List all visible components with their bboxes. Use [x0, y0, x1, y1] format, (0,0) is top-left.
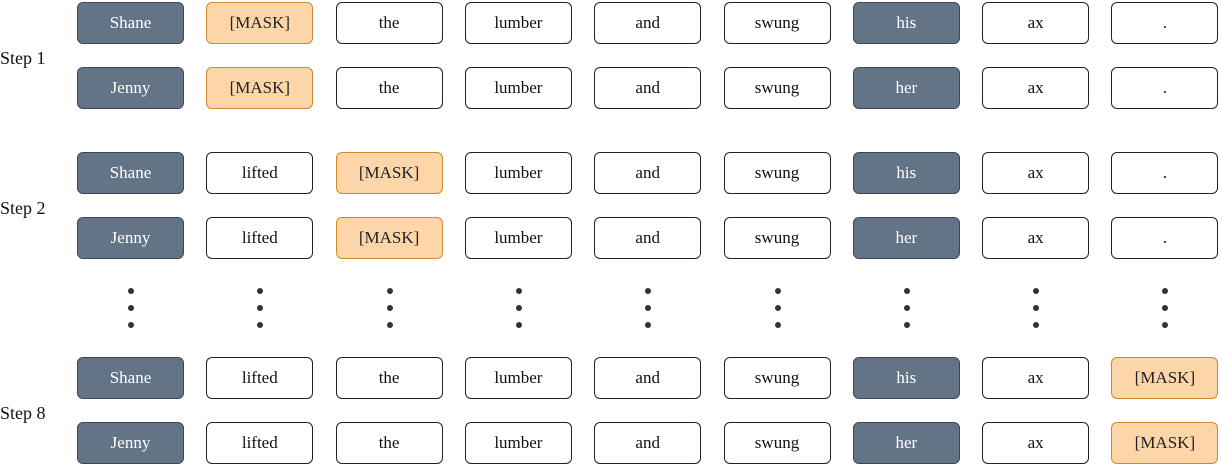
ellipsis-dots [1033, 288, 1041, 339]
token: swung [723, 217, 831, 259]
ellipsis-dots [257, 288, 265, 339]
token: and [594, 357, 702, 399]
dot [128, 305, 134, 311]
token: lifted [206, 152, 314, 194]
mask-token: [MASK] [206, 67, 314, 109]
token: Shane [77, 357, 184, 399]
dot [257, 288, 264, 294]
token: lumber [464, 422, 572, 464]
ellipsis-dots [386, 288, 395, 339]
dot [128, 322, 134, 328]
token: her [852, 422, 960, 464]
token: ax [982, 422, 1090, 464]
dot [903, 322, 910, 328]
token: ax [982, 357, 1090, 399]
token: and [594, 152, 702, 194]
token: lumber [464, 67, 572, 109]
dot [1162, 305, 1169, 311]
dot [1033, 305, 1040, 311]
mask-token: [MASK] [335, 152, 443, 194]
token: lifted [206, 217, 314, 259]
mask-token: [MASK] [206, 2, 314, 44]
dot [645, 288, 652, 294]
dot [645, 322, 652, 328]
dot [645, 305, 652, 311]
token: Jenny [77, 67, 184, 109]
dot [257, 305, 264, 311]
token: ax [982, 67, 1090, 109]
token: lumber [464, 217, 572, 259]
token: lumber [464, 357, 572, 399]
token: . [1111, 2, 1219, 44]
dot [386, 305, 393, 311]
token: Jenny [77, 422, 184, 464]
dot [515, 288, 522, 294]
dot [128, 288, 134, 294]
dot [386, 288, 393, 294]
token: and [594, 217, 702, 259]
ellipsis-dots [515, 288, 524, 339]
token: her [852, 67, 960, 109]
dot [1033, 322, 1040, 328]
dot [903, 288, 910, 294]
ellipsis-dots [645, 288, 653, 339]
mask-token: [MASK] [335, 217, 443, 259]
step-label: Step 2 [0, 198, 46, 218]
token: ax [982, 152, 1090, 194]
token: Shane [77, 2, 184, 44]
step-label: Step 1 [0, 48, 46, 68]
dot [774, 288, 781, 294]
token: lifted [206, 422, 314, 464]
token: ax [982, 2, 1090, 44]
dot [515, 305, 522, 311]
token: Jenny [77, 217, 184, 259]
token: . [1111, 67, 1219, 109]
token: the [335, 67, 443, 109]
ellipsis-dots [774, 288, 783, 339]
ellipsis-dots [1162, 288, 1170, 339]
token: swung [723, 67, 831, 109]
dot [515, 322, 522, 328]
token: lumber [464, 152, 572, 194]
dot [1162, 322, 1169, 328]
token: his [852, 357, 960, 399]
dot [386, 322, 393, 328]
token: swung [723, 357, 831, 399]
mask-token: [MASK] [1111, 422, 1219, 464]
token: . [1111, 217, 1219, 259]
dot [903, 305, 910, 311]
token: . [1111, 152, 1219, 194]
token: lumber [464, 2, 572, 44]
token: Shane [77, 152, 184, 194]
token: and [594, 422, 702, 464]
token: ax [982, 217, 1090, 259]
dot [1033, 288, 1040, 294]
token: lifted [206, 357, 314, 399]
dot [257, 322, 264, 328]
token: the [335, 357, 443, 399]
token: swung [723, 422, 831, 464]
token: his [852, 2, 960, 44]
token: the [335, 422, 443, 464]
ellipsis-dots [903, 288, 912, 339]
step-label: Step 8 [0, 403, 46, 423]
token: swung [723, 152, 831, 194]
token: his [852, 152, 960, 194]
token: swung [723, 2, 831, 44]
mask-token: [MASK] [1111, 357, 1219, 399]
dot [1162, 288, 1169, 294]
ellipsis-dots [128, 288, 136, 339]
dot [774, 305, 781, 311]
token: and [594, 2, 702, 44]
token: and [594, 67, 702, 109]
dot [774, 322, 781, 328]
token: the [335, 2, 443, 44]
token: her [852, 217, 960, 259]
